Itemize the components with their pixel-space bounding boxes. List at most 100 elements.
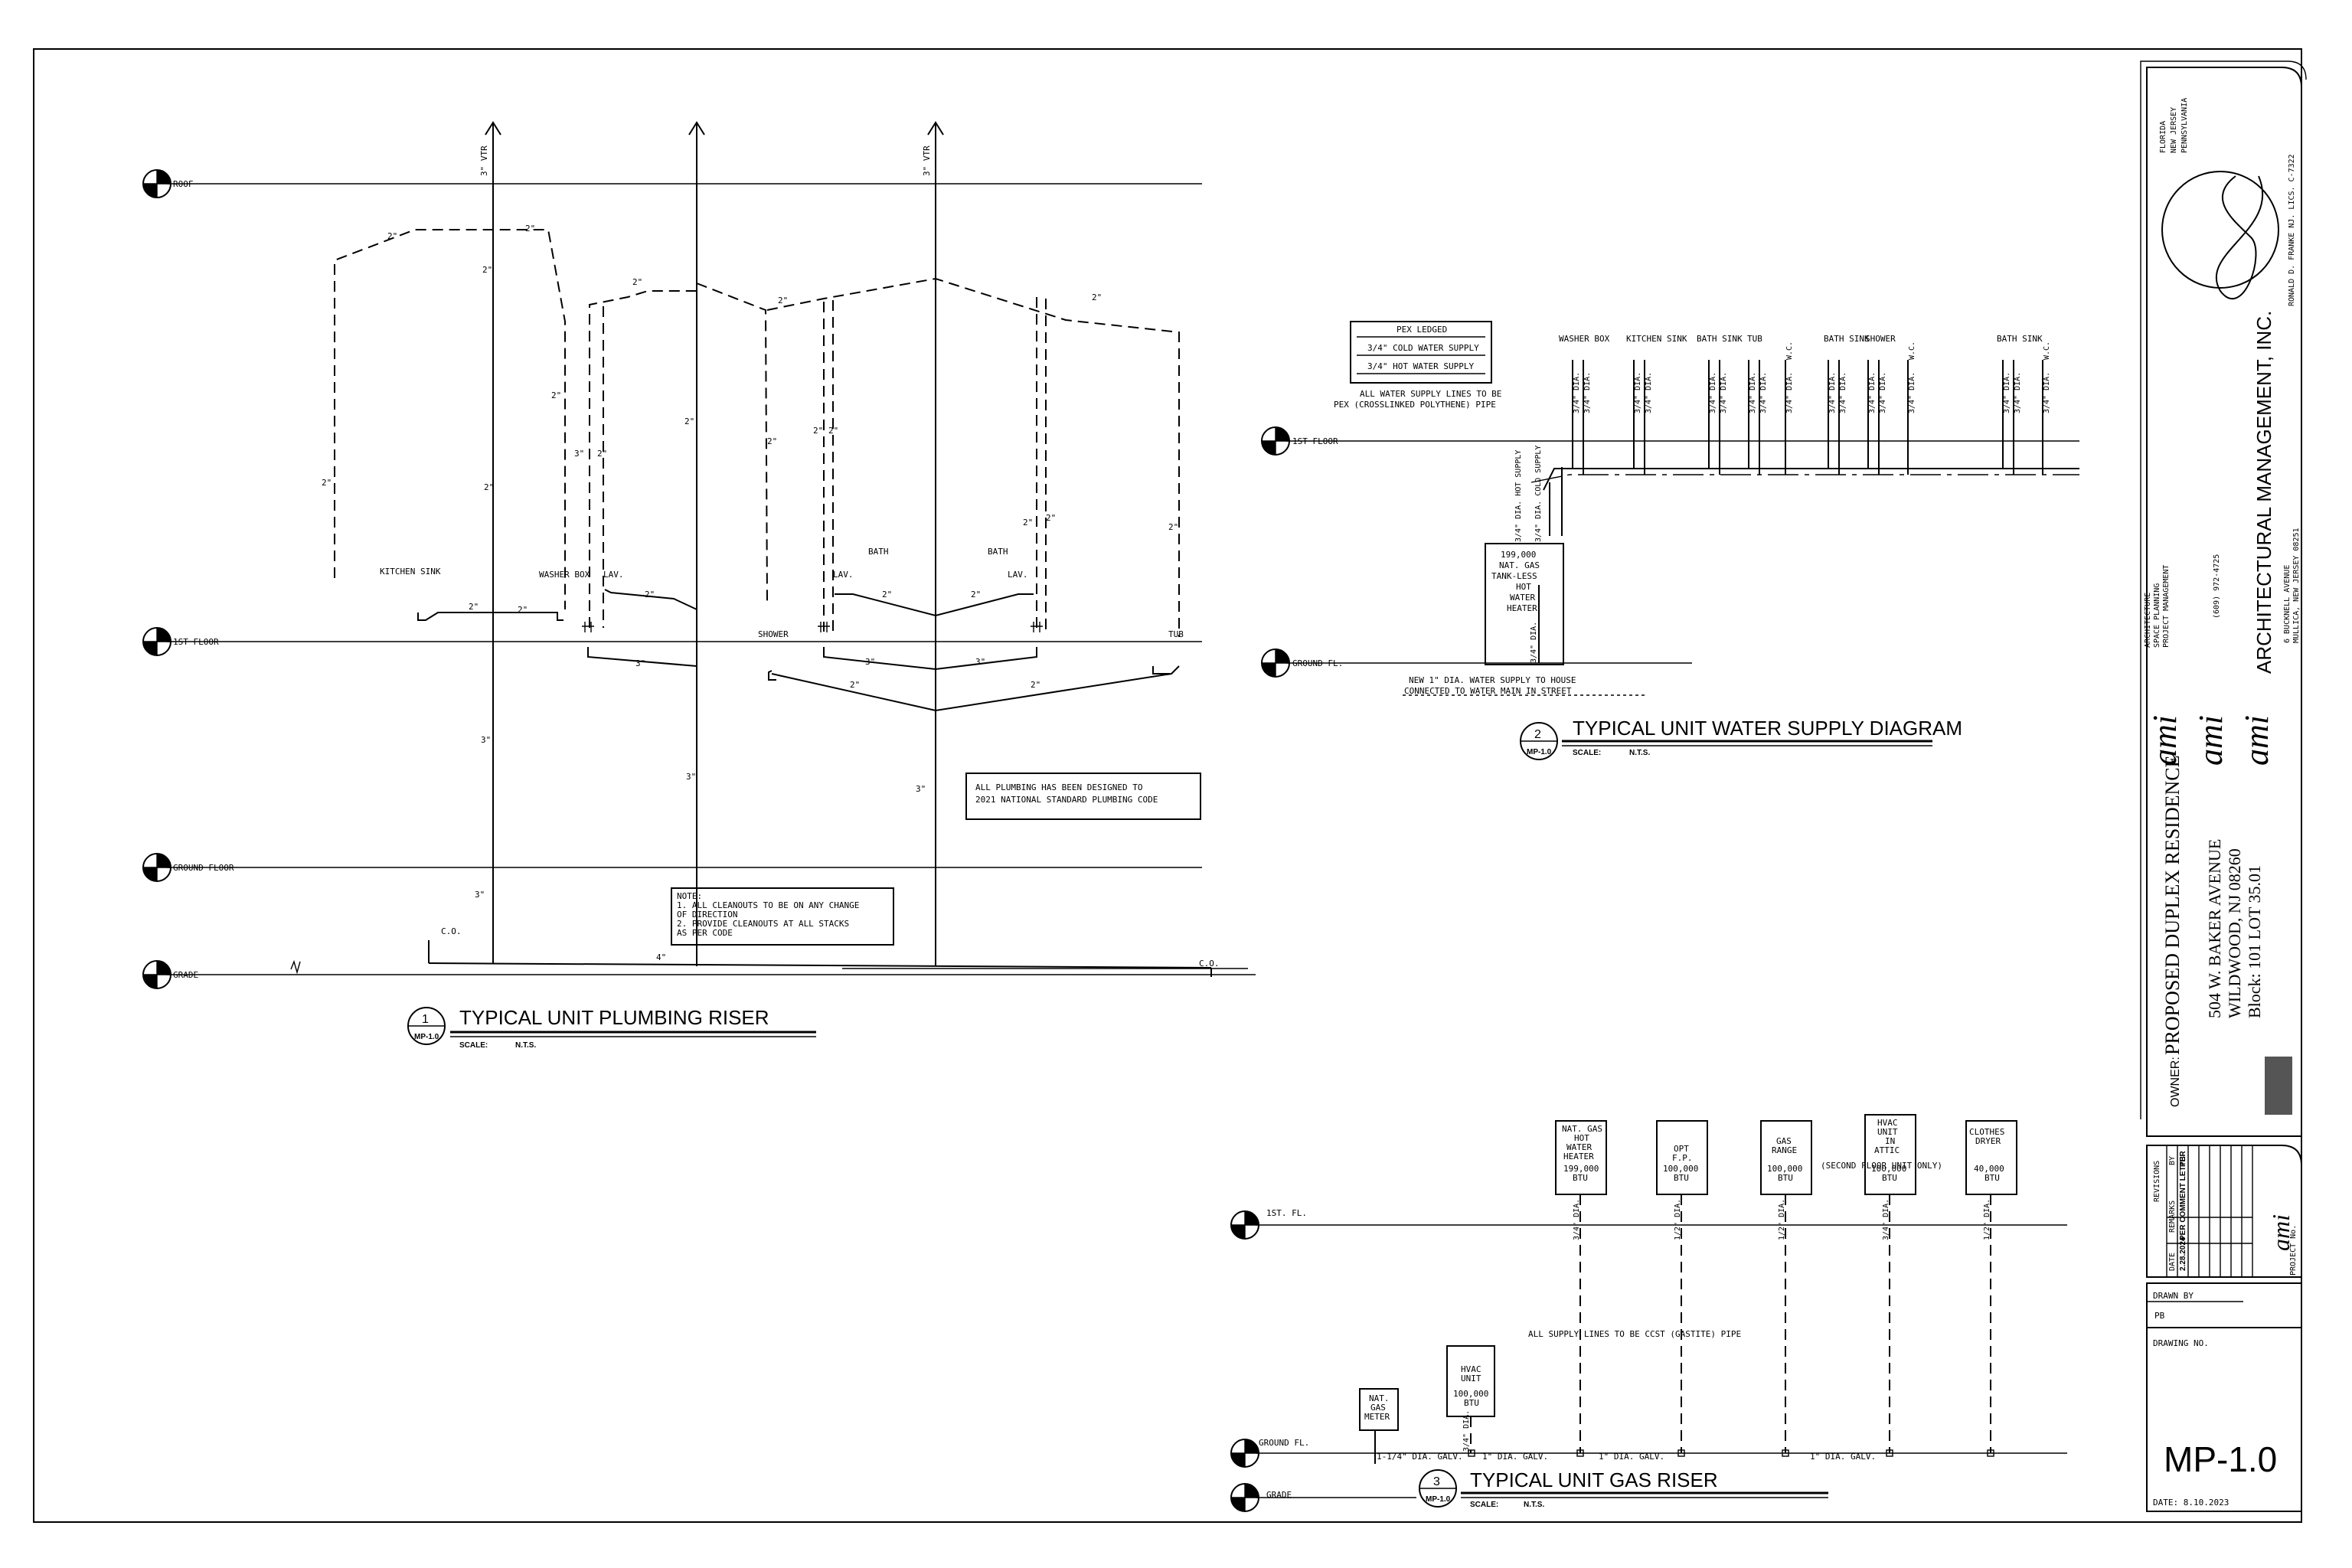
copyright-note xyxy=(2265,1057,2292,1115)
svg-text:3/4" DIA.: 3/4" DIA. xyxy=(1785,372,1794,413)
svg-text:NEW 1" DIA. WATER SUPPLY TO HO: NEW 1" DIA. WATER SUPPLY TO HOUSE xyxy=(1409,675,1576,685)
svg-text:BTU: BTU xyxy=(1984,1173,2000,1183)
svg-text:TYPICAL UNIT GAS RISER: TYPICAL UNIT GAS RISER xyxy=(1470,1468,1718,1491)
svg-text:HOT: HOT xyxy=(1574,1133,1589,1143)
svg-text:AS PER CODE: AS PER CODE xyxy=(677,928,733,938)
svg-text:NAT.: NAT. xyxy=(1369,1393,1390,1403)
svg-text:2": 2" xyxy=(469,602,479,612)
svg-text:2. PROVIDE CLEANOUTS AT ALL ST: 2. PROVIDE CLEANOUTS AT ALL STACKS xyxy=(677,919,849,929)
svg-text:HEATER: HEATER xyxy=(1507,603,1537,613)
svg-text:2": 2" xyxy=(828,426,838,436)
svg-text:DRAWN BY: DRAWN BY xyxy=(2153,1291,2194,1301)
svg-text:2": 2" xyxy=(551,390,561,400)
svg-text:WASHER BOX: WASHER BOX xyxy=(1559,334,1610,344)
svg-text:HOT: HOT xyxy=(1516,582,1531,592)
svg-text:3/4" DIA.: 3/4" DIA. xyxy=(1573,372,1581,413)
svg-text:MULLICA, NEW JERSEY 08251: MULLICA, NEW JERSEY 08251 xyxy=(2292,528,2301,643)
gas-appliance-water-heater: NAT. GAS HOT WATER HEATER 199,000 BTU 3/… xyxy=(1555,1120,1607,1453)
svg-text:ALL PLUMBING HAS BEEN DESIGNED: ALL PLUMBING HAS BEEN DESIGNED TO xyxy=(975,782,1143,792)
svg-text:DRAWING NO.: DRAWING NO. xyxy=(2153,1338,2209,1348)
svg-text:W.C.: W.C. xyxy=(1785,341,1794,360)
svg-text:3/4" DIA.: 3/4" DIA. xyxy=(1828,372,1837,413)
svg-text:BTU: BTU xyxy=(1674,1173,1689,1183)
svg-text:100,000: 100,000 xyxy=(1453,1389,1488,1399)
svg-text:SCALE:: SCALE: xyxy=(1573,749,1601,757)
sheet-border xyxy=(33,48,2302,1523)
svg-text:TYPICAL UNIT PLUMBING RISER: TYPICAL UNIT PLUMBING RISER xyxy=(459,1006,769,1029)
svg-text:3/4" DIA.: 3/4" DIA. xyxy=(1573,1199,1581,1240)
revision-logo: ami xyxy=(2267,1214,2295,1251)
svg-text:2": 2" xyxy=(1168,522,1178,532)
svg-text:SCALE:: SCALE: xyxy=(1470,1501,1498,1509)
gas-appliance-fireplace: OPT F.P. 100,000 BTU 1/2" DIA. xyxy=(1656,1120,1708,1453)
svg-text:PEX (CROSSLINKED POLYTHENE) PI: PEX (CROSSLINKED POLYTHENE) PIPE xyxy=(1334,400,1496,410)
gas-appliance-dryer: CLOTHES DRYER 40,000 BTU 1/2" DIA. xyxy=(1965,1120,2017,1453)
svg-text:1ST. FL.: 1ST. FL. xyxy=(1266,1208,1307,1218)
svg-text:ami: ami xyxy=(2238,715,2275,766)
svg-text:1: 1 xyxy=(422,1013,429,1026)
svg-text:W.C.: W.C. xyxy=(1908,341,1916,360)
svg-text:FLORIDA: FLORIDA xyxy=(2159,121,2167,153)
svg-text:BATH SINK: BATH SINK xyxy=(1997,334,2043,344)
svg-text:CLOTHES: CLOTHES xyxy=(1969,1127,2004,1137)
svg-text:3/4" DIA.: 3/4" DIA. xyxy=(1839,372,1847,413)
svg-text:GAS: GAS xyxy=(1776,1136,1792,1146)
gas-hvac-ground-unit: HVAC UNIT 100,000 BTU 3/4" DIA. xyxy=(1446,1345,1495,1453)
svg-text:KITCHEN SINK: KITCHEN SINK xyxy=(380,567,441,577)
svg-text:3/4" DIA.: 3/4" DIA. xyxy=(1882,1199,1890,1240)
svg-text:LAV.: LAV. xyxy=(603,570,624,580)
level-marker-gas-ground: GROUND FL. xyxy=(1230,1438,1309,1468)
svg-text:1. ALL CLEANOUTS TO BE ON ANY: 1. ALL CLEANOUTS TO BE ON ANY CHANGE xyxy=(677,900,859,910)
svg-text:3": 3" xyxy=(865,657,875,667)
svg-text:BATH: BATH xyxy=(988,547,1008,557)
svg-text:3/4" COLD WATER SUPPLY: 3/4" COLD WATER SUPPLY xyxy=(1367,343,1479,353)
svg-text:100,000: 100,000 xyxy=(1767,1164,1802,1174)
svg-text:199,000: 199,000 xyxy=(1563,1164,1599,1174)
svg-text:3/4" DIA.: 3/4" DIA. xyxy=(1759,372,1768,413)
svg-text:UNIT: UNIT xyxy=(1461,1374,1481,1383)
svg-text:3/4" DIA.: 3/4" DIA. xyxy=(2043,372,2051,413)
svg-text:BTU: BTU xyxy=(1573,1173,1588,1183)
svg-text:2": 2" xyxy=(778,296,788,305)
svg-text:RANGE: RANGE xyxy=(1772,1145,1797,1155)
svg-text:UNIT: UNIT xyxy=(1877,1127,1898,1137)
svg-text:PER COMMENT LETTER: PER COMMENT LETTER xyxy=(2179,1151,2187,1240)
svg-text:W.C.: W.C. xyxy=(2043,341,2051,360)
svg-text:RONALD D. FRANKE NJ. LICS. C-7: RONALD D. FRANKE NJ. LICS. C-7322 xyxy=(2288,154,2296,306)
svg-text:3/4" DIA.: 3/4" DIA. xyxy=(1709,372,1717,413)
svg-text:40,000: 40,000 xyxy=(1974,1164,2004,1174)
svg-text:GROUND FL.: GROUND FL. xyxy=(1292,658,1343,668)
gas-appliance-range: GAS RANGE 100,000 BTU 1/2" DIA. xyxy=(1760,1120,1812,1453)
svg-text:TYPICAL UNIT WATER SUPPLY DIAG: TYPICAL UNIT WATER SUPPLY DIAGRAM xyxy=(1573,717,1962,740)
svg-text:PB: PB xyxy=(2179,1156,2187,1167)
svg-text:BY: BY xyxy=(2168,1156,2177,1165)
svg-text:OWNER:: OWNER: xyxy=(2169,1057,2182,1107)
svg-text:ALL WATER SUPPLY LINES TO BE: ALL WATER SUPPLY LINES TO BE xyxy=(1360,389,1501,399)
svg-text:(SECOND FLOOR UNIT ONLY): (SECOND FLOOR UNIT ONLY) xyxy=(1821,1161,1942,1171)
tankless-heater-box xyxy=(1485,543,1564,665)
plumbing-riser-title: 1 MP-1.0 TYPICAL UNIT PLUMBING RISER SCA… xyxy=(407,1006,816,1050)
svg-text:WILDWOOD, NJ 08260: WILDWOOD, NJ 08260 xyxy=(2225,848,2244,1018)
svg-text:PROPOSED DUPLEX RESIDENCE: PROPOSED DUPLEX RESIDENCE xyxy=(2161,756,2184,1056)
svg-text:GROUND FLOOR: GROUND FLOOR xyxy=(173,863,234,873)
svg-text:3/4" DIA. HOT SUPPLY: 3/4" DIA. HOT SUPPLY xyxy=(1514,450,1523,542)
svg-text:BTU: BTU xyxy=(1464,1398,1479,1408)
svg-text:2": 2" xyxy=(525,224,535,234)
svg-text:3/4" DIA.: 3/4" DIA. xyxy=(2003,372,2011,413)
svg-text:1ST FLOOR: 1ST FLOOR xyxy=(1292,436,1338,446)
svg-text:3": 3" xyxy=(686,772,696,782)
svg-text:REVISIONS: REVISIONS xyxy=(2153,1161,2161,1202)
svg-text:MP-1.0: MP-1.0 xyxy=(2164,1439,2277,1479)
svg-text:BTU: BTU xyxy=(1778,1173,1793,1183)
svg-text:C.O.: C.O. xyxy=(1199,959,1220,969)
gas-appliance-attic-hvac: HVAC UNIT IN ATTIC 100,000 BTU 3/4" DIA. xyxy=(1864,1114,1916,1453)
svg-text:1/2" DIA.: 1/2" DIA. xyxy=(1983,1199,1991,1240)
svg-text:GAS: GAS xyxy=(1370,1403,1386,1413)
svg-text:1" DIA. GALV.: 1" DIA. GALV. xyxy=(1599,1452,1664,1462)
svg-text:PENNSYLVANIA: PENNSYLVANIA xyxy=(2180,98,2189,153)
svg-text:1-1/4" DIA. GALV.: 1-1/4" DIA. GALV. xyxy=(1377,1452,1463,1462)
svg-text:DATE: DATE xyxy=(2168,1253,2177,1271)
svg-text:2.28.2024: 2.28.2024 xyxy=(2179,1236,2187,1271)
svg-text:100,000: 100,000 xyxy=(1663,1164,1698,1174)
